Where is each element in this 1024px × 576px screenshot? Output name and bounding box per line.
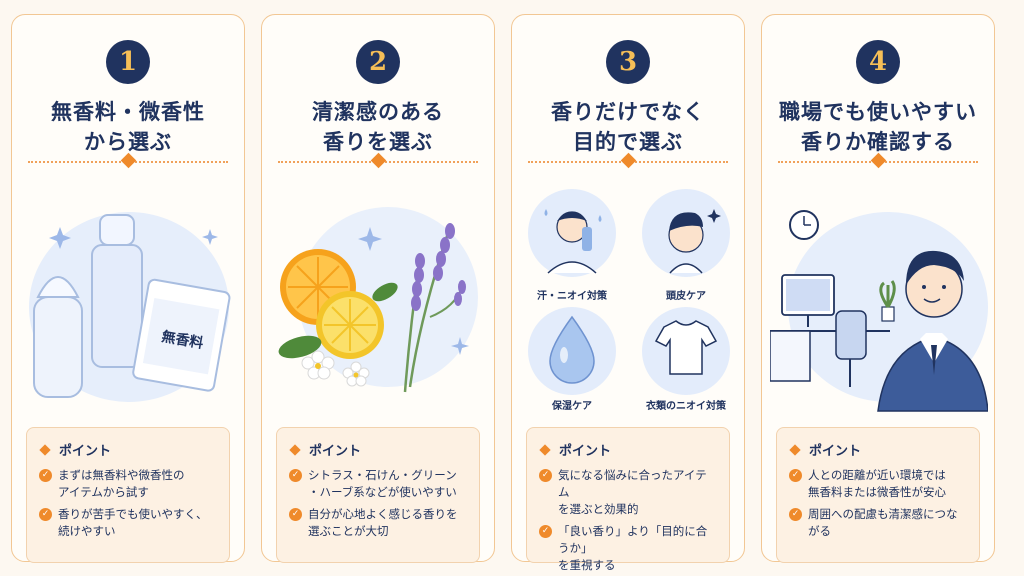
- step-number-badge: 2: [356, 40, 400, 84]
- icon-label-scalp: 頭皮ケア: [666, 291, 706, 302]
- point-item: ✓「良い香り」より「目的に合うか」を重視する: [539, 523, 717, 574]
- point-item: ✓気になる悩みに合ったアイテムを選ぶと効果的: [539, 467, 717, 518]
- sparkle-icon: [451, 337, 469, 355]
- card-3: 3 香りだけでなく目的で選ぶ 汗・ニオイ: [511, 14, 745, 572]
- purpose-icons-grid: 汗・ニオイ対策 頭皮ケア 保湿ケア 衣類のニオイ対策: [520, 187, 738, 413]
- card-2: 2 清潔感のある香りを選ぶ: [261, 14, 495, 563]
- icon-label-clothes: 衣類のニオイ対策: [646, 401, 726, 412]
- sparkle-icon: [358, 227, 382, 251]
- office-worker-illustration: [769, 187, 989, 413]
- diamond-icon: [539, 443, 551, 456]
- point-item: ✓シトラス・石けん・グリーン・ハーブ系などが使いやすい: [289, 467, 467, 501]
- unscented-products-illustration: 無香料: [20, 187, 238, 413]
- point-box: ポイント ✓まずは無香料や微香性のアイテムから試す ✓香りが苦手でも使いやすく、…: [26, 427, 230, 563]
- check-icon: ✓: [39, 508, 52, 521]
- point-box: ポイント ✓人との距離が近い環境では無香料または微香性が安心 ✓周囲への配慮も清…: [776, 427, 980, 563]
- check-icon: ✓: [539, 525, 552, 538]
- card-title: 職場でも使いやすい香りか確認する: [779, 100, 977, 154]
- point-heading: ポイント: [789, 440, 967, 459]
- check-icon: ✓: [39, 469, 52, 482]
- check-icon: ✓: [289, 508, 302, 521]
- step-number-badge: 3: [606, 40, 650, 84]
- point-heading: ポイント: [289, 440, 467, 459]
- card-title: 香りだけでなく目的で選ぶ: [551, 100, 705, 154]
- sparkle-icon: [707, 209, 721, 223]
- step-number-badge: 1: [106, 40, 150, 84]
- point-heading: ポイント: [539, 440, 717, 459]
- icon-label-moisture: 保湿ケア: [552, 401, 592, 412]
- point-item: ✓香りが苦手でも使いやすく、続けやすい: [39, 506, 217, 540]
- sparkle-icon: [49, 227, 71, 249]
- point-item: ✓人との距離が近い環境では無香料または微香性が安心: [789, 467, 967, 501]
- card-4: 4 職場でも使いやすい香りか確認する: [761, 14, 995, 563]
- card-title: 無香料・微香性から選ぶ: [51, 100, 205, 154]
- card-1: 1 無香料・微香性から選ぶ 無香料 ポイント ✓まずは無香料や微香性のアイテムか…: [11, 14, 245, 563]
- check-icon: ✓: [789, 508, 802, 521]
- point-item: ✓まずは無香料や微香性のアイテムから試す: [39, 467, 217, 501]
- step-number-badge: 4: [856, 40, 900, 84]
- point-heading: ポイント: [39, 440, 217, 459]
- icon-label-sweat: 汗・ニオイ対策: [537, 291, 607, 302]
- point-item: ✓自分が心地よく感じる香りを選ぶことが大切: [289, 506, 467, 540]
- check-icon: ✓: [789, 469, 802, 482]
- sparkle-icon: [202, 229, 218, 245]
- point-box: ポイント ✓シトラス・石けん・グリーン・ハーブ系などが使いやすい ✓自分が心地よ…: [276, 427, 480, 563]
- diamond-icon: [289, 443, 301, 456]
- diamond-icon: [39, 443, 51, 456]
- check-icon: ✓: [289, 469, 302, 482]
- check-icon: ✓: [539, 469, 552, 482]
- card-title: 清潔感のある香りを選ぶ: [312, 100, 444, 154]
- point-box: ポイント ✓気になる悩みに合ったアイテムを選ぶと効果的 ✓「良い香り」より「目的…: [526, 427, 730, 572]
- point-item: ✓周囲への配慮も清潔感につながる: [789, 506, 967, 540]
- citrus-lavender-illustration: [270, 187, 488, 413]
- diamond-icon: [789, 443, 801, 456]
